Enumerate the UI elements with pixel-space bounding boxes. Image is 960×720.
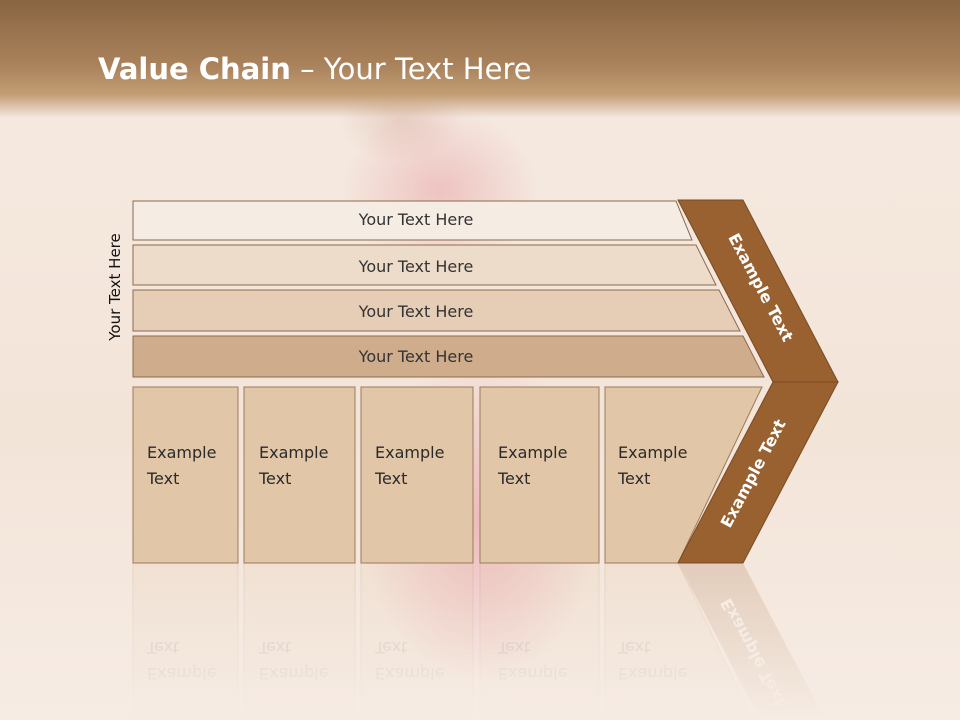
primary-box-1-line1: Example (147, 443, 216, 462)
reflection-box-3-line1: Example (375, 664, 444, 683)
floor-reflection: Example Text Example Text Example Text E… (132, 562, 826, 720)
primary-box-2-line1: Example (259, 443, 328, 462)
reflection-box-2-line2: Text (258, 638, 291, 657)
primary-box-4[interactable] (479, 386, 600, 564)
reflection-box-1-line1: Example (147, 664, 216, 683)
primary-box-3-line2: Text (374, 469, 407, 488)
support-row-3-label: Your Text Here (358, 302, 474, 321)
primary-box-5-line1: Example (618, 443, 687, 462)
primary-box-2-line2: Text (258, 469, 291, 488)
reflection-box-4-line2: Text (497, 638, 530, 657)
reflection-box-4-line1: Example (498, 664, 567, 683)
support-row-3[interactable] (132, 289, 741, 332)
primary-box-4-line2: Text (497, 469, 530, 488)
support-row-2[interactable] (132, 244, 717, 286)
reflection-box-3-line2: Text (374, 638, 407, 657)
primary-box-1[interactable] (132, 386, 239, 564)
title-rest: – Your Text Here (290, 52, 532, 86)
support-row-2-label: Your Text Here (358, 257, 474, 276)
title-bold: Value Chain (98, 52, 291, 86)
title-bar (0, 0, 960, 118)
margin-arrow-lower[interactable] (677, 381, 839, 564)
support-row-1[interactable] (132, 200, 693, 241)
support-row-4-label: Your Text Here (358, 347, 474, 366)
primary-box-5-line2: Text (617, 469, 650, 488)
primary-box-2[interactable] (243, 386, 356, 564)
support-row-4[interactable] (132, 335, 765, 378)
reflection-box-2-line1: Example (259, 664, 328, 683)
support-row-1-label: Your Text Here (358, 210, 474, 229)
reflection-box-1-line2: Text (146, 638, 179, 657)
slide-title: Value Chain – Your Text Here (98, 52, 532, 86)
primary-box-4-line1: Example (498, 443, 567, 462)
primary-box-3[interactable] (360, 386, 474, 564)
reflection-box-5-line1: Example (618, 664, 687, 683)
primary-box-3-line1: Example (375, 443, 444, 462)
reflection-box-5-line2: Text (617, 638, 650, 657)
primary-box-1-line2: Text (146, 469, 179, 488)
